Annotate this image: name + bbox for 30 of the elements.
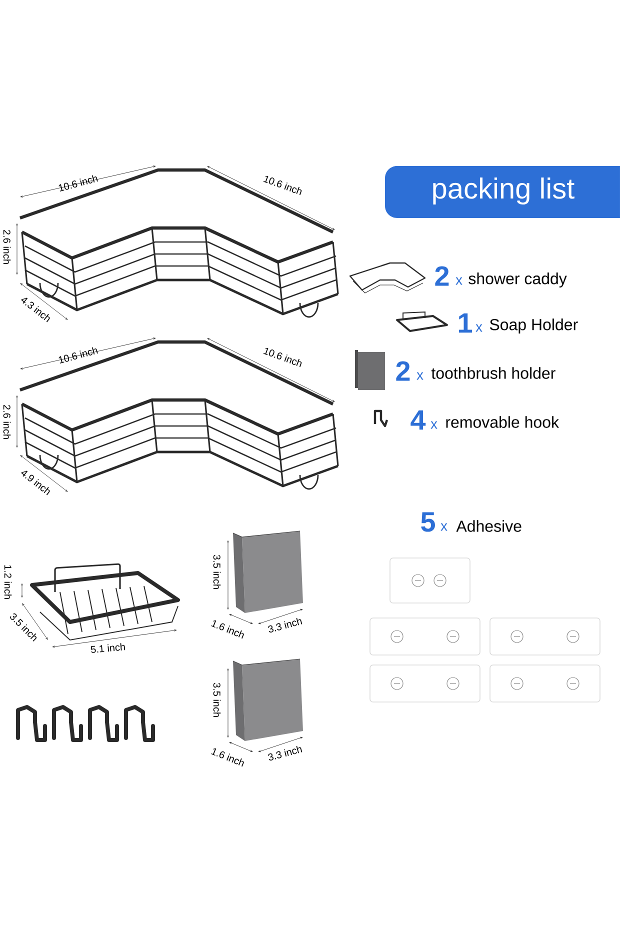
dimension-label: 3.3 inch [268, 618, 302, 632]
times-sign: x [416, 372, 424, 380]
quantity-number: 4 [410, 410, 426, 430]
item-name: shower caddy [468, 272, 567, 288]
dimension-label: 3.5 inch [213, 682, 221, 717]
item-name: Soap Holder [490, 318, 578, 334]
dimension-label: 3.5 inch [213, 554, 221, 589]
dimension-label: 1.6 inch [211, 620, 244, 639]
dimension-label: 10.6 inch [58, 347, 98, 364]
dimension-label: 10.6 inch [263, 348, 302, 368]
dimension-label: 2.6 inch [3, 405, 11, 439]
dimension-label: 1.2 inch [4, 565, 12, 599]
times-sign: x [476, 324, 482, 332]
dimension-label: 10.6 inch [58, 175, 98, 192]
dimension-label: 2.6 inch [3, 230, 11, 264]
quantity-number: 2 [396, 361, 410, 381]
dimension-label: 3.3 inch [268, 746, 302, 760]
times-sign: x [456, 277, 462, 285]
item-name: toothbrush holder [431, 367, 556, 379]
times-sign: x [430, 421, 438, 429]
quantity-number: 1 [458, 313, 472, 333]
dimension-label: 5.1 inch [91, 643, 126, 653]
item-name: Adhesive [456, 520, 522, 532]
dimension-label: 10.6 inch [263, 176, 302, 196]
quantity-number: 5 [421, 512, 435, 532]
item-name: removable hook [446, 416, 560, 428]
quantity-number: 2 [435, 266, 449, 286]
title-banner: packing list [385, 166, 620, 218]
times-sign: x [440, 523, 448, 531]
dimension-label: 1.6 inch [211, 748, 244, 767]
